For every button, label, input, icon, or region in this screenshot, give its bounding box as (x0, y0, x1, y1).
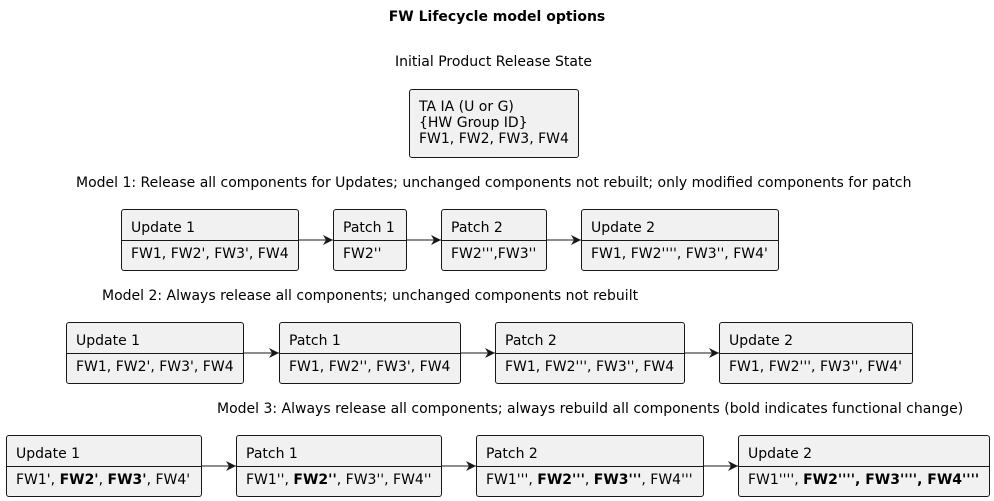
node-head: Patch 2 (505, 333, 557, 349)
component-text: FW1, FW2', FW3', FW4 (76, 359, 234, 375)
component-text: FW1, FW2''', FW3'', FW4' (729, 359, 903, 375)
model-3-caption: Model 3: Always release all components; … (217, 401, 964, 417)
node-divider (237, 466, 441, 467)
node-body: FW1, FW2', FW3', FW4 (67, 354, 243, 380)
node-body: FW1, FW2''', FW3'', FW4 (496, 354, 684, 380)
node-head: Update 2 (591, 220, 656, 236)
node-head: Patch 2 (451, 220, 503, 236)
node-divider (67, 353, 243, 354)
component-text: FW1'''', (748, 472, 804, 488)
node-body: FW1', FW2', FW3', FW4' (7, 467, 201, 493)
node-body: FW1, FW2'''', FW3'', FW4' (582, 241, 778, 267)
initial-state-caption: Initial Product Release State (395, 54, 593, 70)
model-2-node-patch-1: Patch 1 FW1, FW2'', FW3', FW4 (279, 322, 461, 384)
component-text: , (584, 472, 594, 488)
node-divider (7, 466, 201, 467)
node-divider (582, 240, 778, 241)
component-text: FW2'' (343, 246, 382, 262)
node-body: FW1, FW2', FW3', FW4 (122, 241, 298, 267)
node-divider (739, 466, 989, 467)
node-head: Patch 1 (246, 446, 298, 462)
node-head: Update 1 (76, 333, 141, 349)
node-body: FW2'' (334, 241, 406, 267)
model-2-node-patch-2: Patch 2 FW1, FW2''', FW3'', FW4 (495, 322, 685, 384)
node-body: FW1''', FW2''', FW3''', FW4''' (477, 467, 703, 493)
node-divider (122, 240, 298, 241)
model-3-node-patch-1: Patch 1 FW1'', FW2'', FW3'', FW4'' (236, 435, 442, 497)
model-2-node-update-1: Update 1 FW1, FW2', FW3', FW4 (66, 322, 244, 384)
node-divider (496, 353, 684, 354)
node-body: FW2''',FW3'' (442, 241, 546, 267)
component-text: FW2''',FW3'' (451, 246, 537, 262)
node-head: Patch 2 (486, 446, 538, 462)
node-divider (280, 353, 460, 354)
component-text: , FW4' (146, 472, 191, 488)
component-text: FW1''', (486, 472, 538, 488)
component-text: FW1, FW2'', FW3', FW4 (289, 359, 451, 375)
model-3-node-update-2: Update 2 FW1'''', FW2'''', FW3'''', FW4''… (738, 435, 990, 497)
functional-change-text: FW2'' (293, 472, 337, 488)
model-3-node-update-1: Update 1 FW1', FW2', FW3', FW4' (6, 435, 202, 497)
node-body: FW1'', FW2'', FW3'', FW4'' (237, 467, 441, 493)
node-divider (720, 353, 912, 354)
diagram-title: FW Lifecycle model options (388, 9, 606, 25)
component-text: FW1, FW2'''', FW3'', FW4' (591, 246, 768, 262)
node-head: Patch 1 (343, 220, 395, 236)
model-2-node-update-2: Update 2 FW1, FW2''', FW3'', FW4' (719, 322, 913, 384)
model-1-node-patch-1: Patch 1 FW2'' (333, 209, 407, 271)
node-body: FW1, FW2''', FW3'', FW4' (720, 354, 912, 380)
node-head: Patch 1 (289, 333, 341, 349)
functional-change-text: FW2'''', FW3'''', FW4'''' (803, 472, 980, 488)
node-divider (442, 240, 546, 241)
model-2-caption: Model 2: Always release all components; … (102, 288, 639, 304)
model-1-node-patch-2: Patch 2 FW2''',FW3'' (441, 209, 547, 271)
model-3-node-patch-2: Patch 2 FW1''', FW2''', FW3''', FW4''' (476, 435, 704, 497)
initial-line-1: TA IA (U or G) (419, 99, 514, 115)
functional-change-text: FW2' (59, 472, 99, 488)
component-text: , (98, 472, 108, 488)
node-head: Update 2 (729, 333, 794, 349)
component-text: FW1'', (246, 472, 294, 488)
component-text: , FW4''' (641, 472, 693, 488)
functional-change-text: FW2''' (537, 472, 585, 488)
model-1-caption: Model 1: Release all components for Upda… (76, 175, 912, 191)
initial-line-3: FW1, FW2, FW3, FW4 (419, 131, 569, 147)
initial-line-2: {HW Group ID} (419, 115, 528, 131)
model-1-node-update-1: Update 1 FW1, FW2', FW3', FW4 (121, 209, 299, 271)
component-text: FW1, FW2', FW3', FW4 (131, 246, 289, 262)
functional-change-text: FW3' (107, 472, 147, 488)
node-divider (477, 466, 703, 467)
node-divider (334, 240, 406, 241)
component-text: FW1, FW2''', FW3'', FW4 (505, 359, 675, 375)
component-text: , FW3'', FW4'' (336, 472, 432, 488)
node-head: Update 1 (131, 220, 196, 236)
node-body: FW1'''', FW2'''', FW3'''', FW4'''' (739, 467, 989, 493)
functional-change-text: FW3''' (593, 472, 642, 488)
model-1-node-update-2: Update 2 FW1, FW2'''', FW3'', FW4' (581, 209, 779, 271)
node-body: FW1, FW2'', FW3', FW4 (280, 354, 460, 380)
node-head: Update 2 (748, 446, 813, 462)
initial-state-box: TA IA (U or G) {HW Group ID} FW1, FW2, F… (409, 89, 579, 158)
node-head: Update 1 (16, 446, 81, 462)
component-text: FW1', (16, 472, 60, 488)
